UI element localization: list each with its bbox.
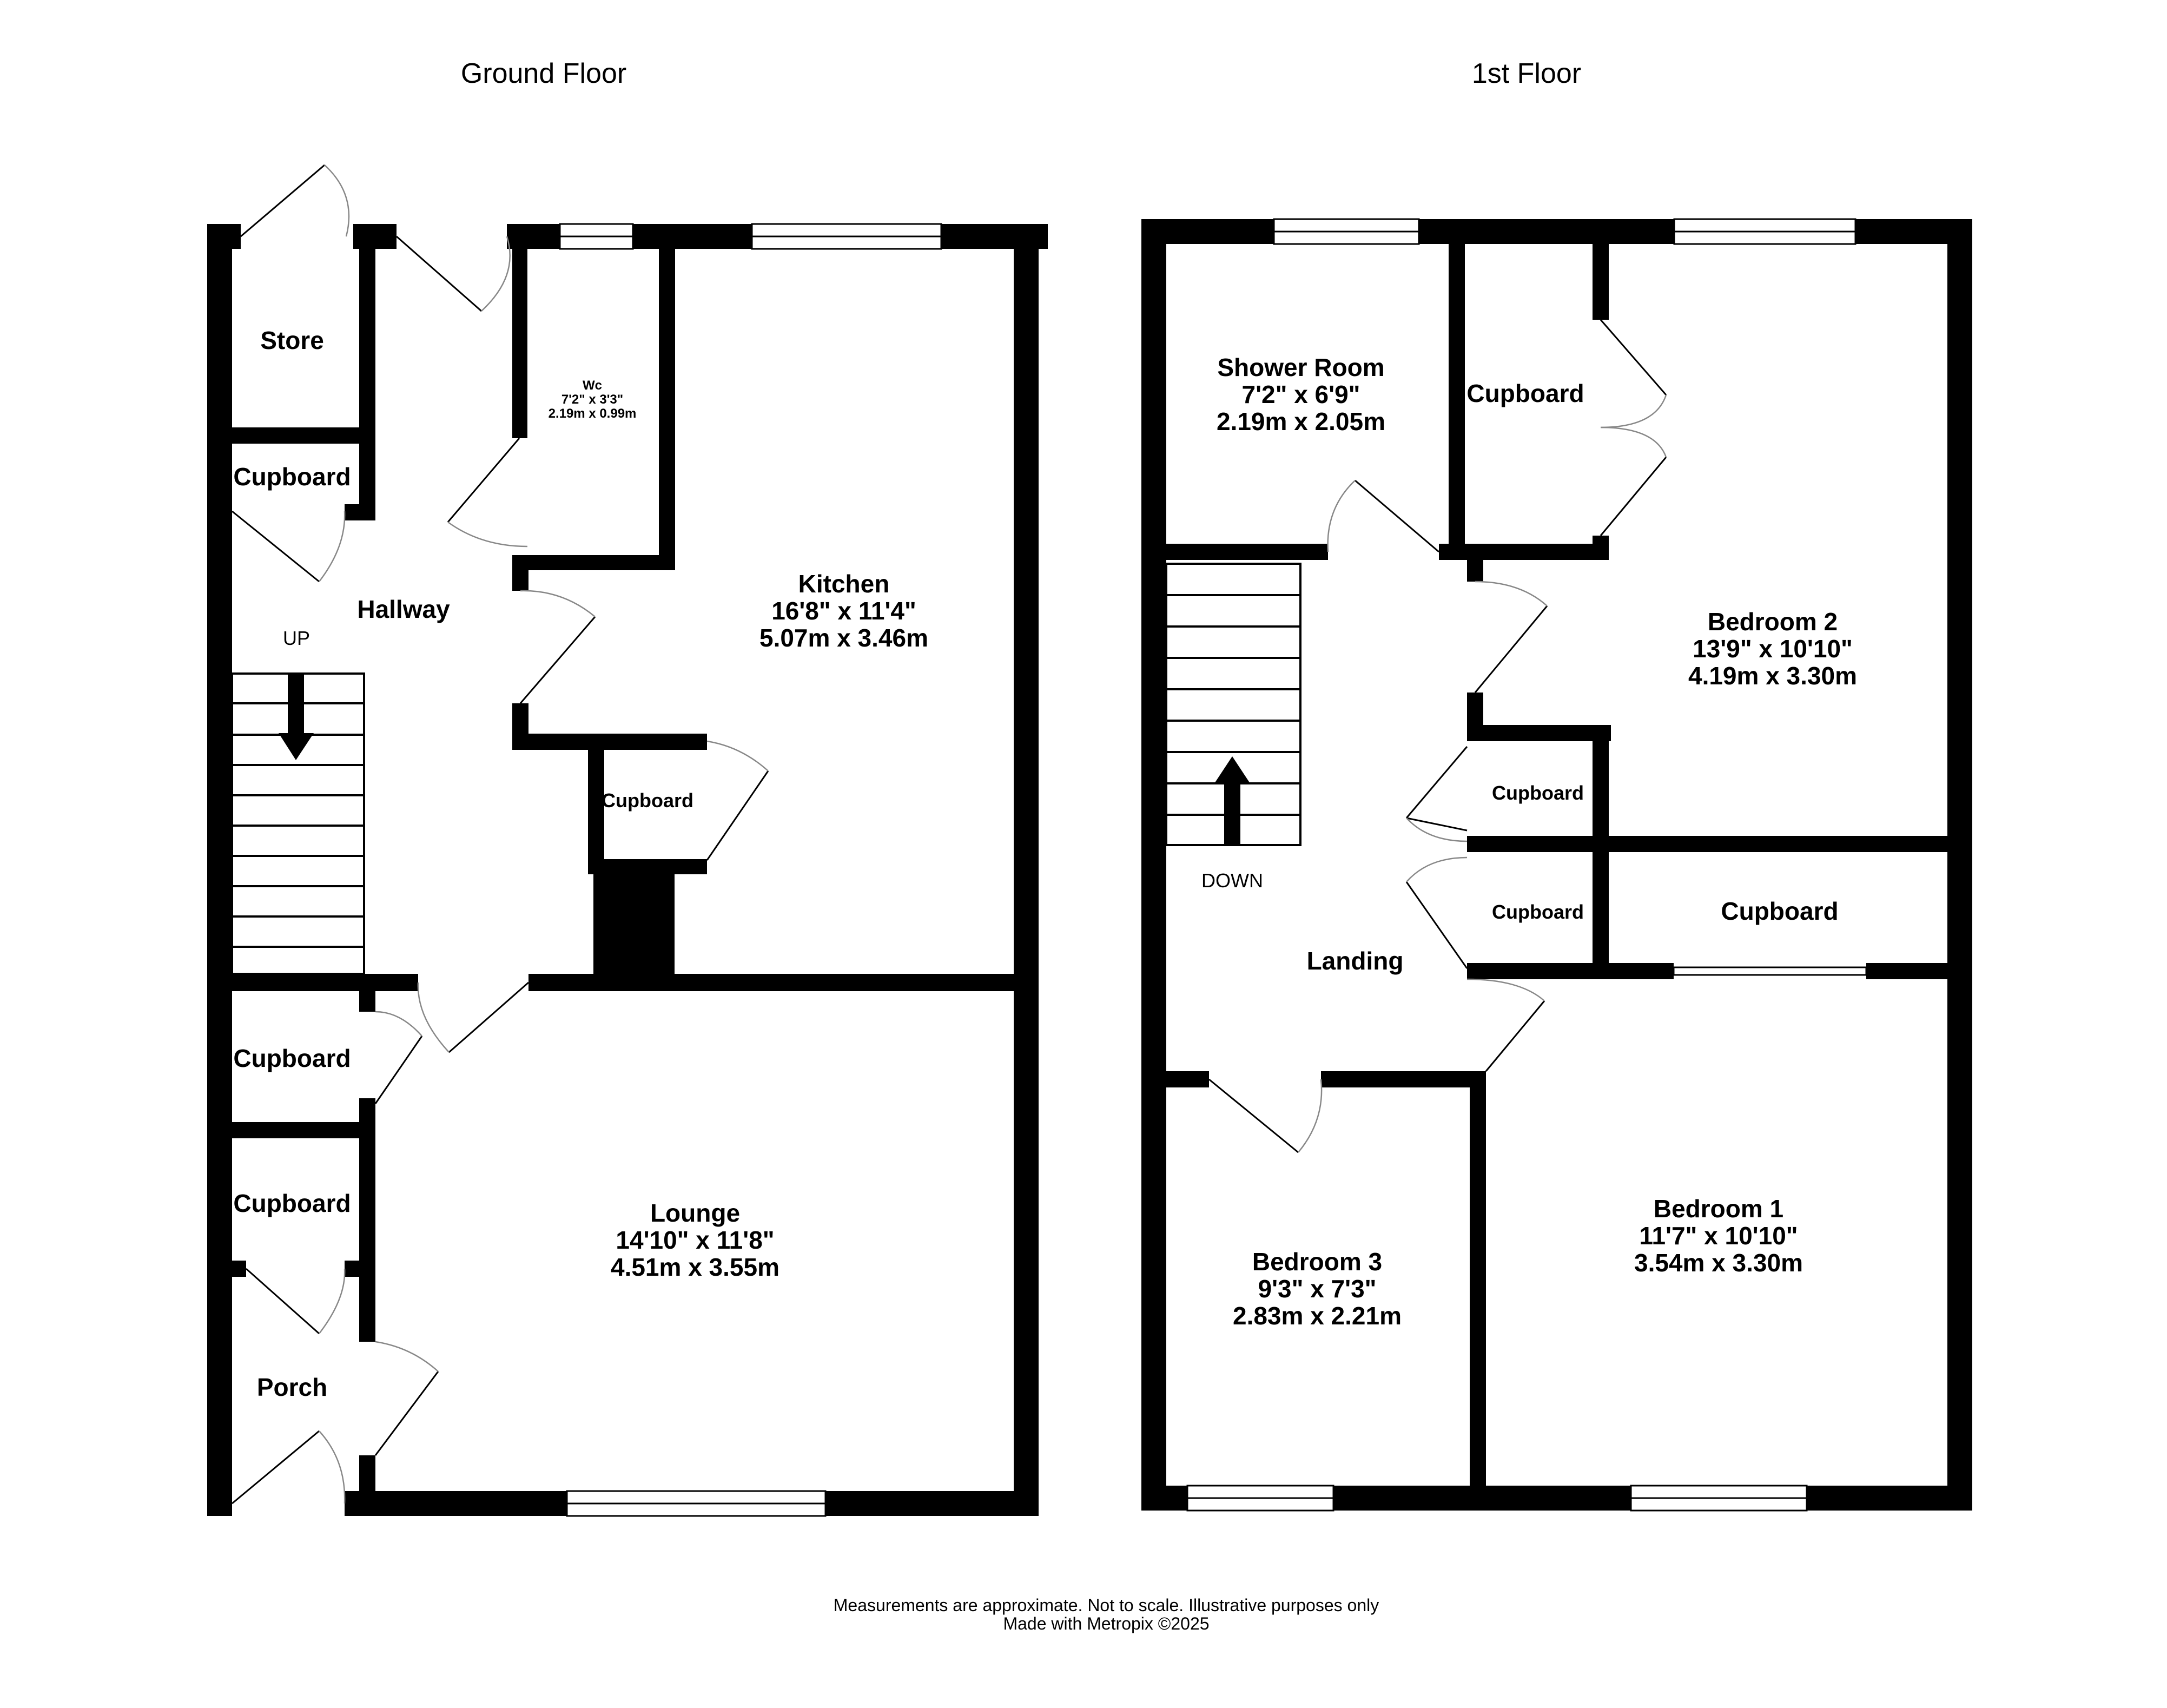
lounge-dim-imperial: 14'10" x 11'8": [616, 1226, 774, 1254]
hallway-label: Hallway: [357, 595, 450, 623]
bedroom1-dim-metric: 3.54m x 3.30m: [1634, 1249, 1803, 1277]
cupboard-top-label-1st: Cupboard: [1466, 379, 1584, 407]
first-floor-windows: [1186, 218, 1867, 1512]
stairs-up-label: UP: [283, 627, 310, 649]
ground-floor-doors: [232, 164, 769, 1505]
landing-label: Landing: [1307, 947, 1404, 975]
cupboard-low-label: Cupboard: [233, 1189, 351, 1217]
bedroom3-label: Bedroom 3: [1252, 1248, 1382, 1276]
cupboard-top-label: Cupboard: [233, 463, 351, 491]
lounge-label: Lounge: [650, 1199, 740, 1227]
first-stairs: [1165, 563, 1301, 846]
bedroom2-label: Bedroom 2: [1708, 608, 1838, 636]
kitchen-dim-imperial: 16'8" x 11'4": [771, 597, 916, 625]
cupboard-a-label: Cupboard: [1492, 782, 1584, 804]
footer-credit: Made with Metropix ©2025: [1003, 1614, 1209, 1633]
store-label: Store: [260, 326, 324, 354]
ground-floor-windows: [559, 223, 942, 1517]
ground-stairs: [231, 672, 365, 975]
cupboard-c-label: Cupboard: [1721, 897, 1838, 925]
first-floor-labels: Shower Room 7'2" x 6'9" 2.19m x 2.05m Cu…: [1201, 353, 1857, 1330]
bedroom3-dim-imperial: 9'3" x 7'3": [1258, 1275, 1377, 1303]
stairs-up-arrow-icon: [1214, 756, 1250, 845]
cupboard-b-label: Cupboard: [1492, 901, 1584, 923]
lounge-dim-metric: 4.51m x 3.55m: [611, 1253, 779, 1281]
footer-disclaimer: Measurements are approximate. Not to sca…: [834, 1595, 1379, 1615]
shower-room-label: Shower Room: [1217, 353, 1384, 381]
kitchen-dim-metric: 5.07m x 3.46m: [759, 624, 928, 652]
bedroom2-dim-imperial: 13'9" x 10'10": [1693, 635, 1853, 663]
bedroom2-dim-metric: 4.19m x 3.30m: [1688, 662, 1857, 690]
ground-floor-labels: Store Cupboard Hallway UP Wc 7'2" x 3'3"…: [233, 326, 928, 1401]
bedroom1-label: Bedroom 1: [1654, 1195, 1783, 1223]
first-floor-title: 1st Floor: [1472, 58, 1581, 89]
ground-floor-title: Ground Floor: [461, 58, 626, 89]
wc-label: Wc: [583, 378, 602, 393]
wc-dim-imperial: 7'2" x 3'3": [561, 392, 623, 407]
kitchen-label: Kitchen: [798, 570, 890, 598]
wc-dim-metric: 2.19m x 0.99m: [549, 406, 637, 421]
first-floor-doors: [1208, 319, 1667, 1153]
stairs-down-label: DOWN: [1201, 869, 1263, 892]
cupboard-mid-label: Cupboard: [233, 1044, 351, 1072]
bedroom1-dim-imperial: 11'7" x 10'10": [1639, 1222, 1798, 1250]
stairs-down-arrow-icon: [279, 674, 314, 760]
bedroom3-dim-metric: 2.83m x 2.21m: [1233, 1302, 1402, 1330]
kitchen-cupboard-label: Cupboard: [602, 789, 693, 812]
shower-room-dim-imperial: 7'2" x 6'9": [1242, 380, 1360, 408]
shower-room-dim-metric: 2.19m x 2.05m: [1217, 407, 1385, 436]
ground-floor-walls: [207, 224, 1048, 1516]
porch-label: Porch: [257, 1373, 327, 1401]
